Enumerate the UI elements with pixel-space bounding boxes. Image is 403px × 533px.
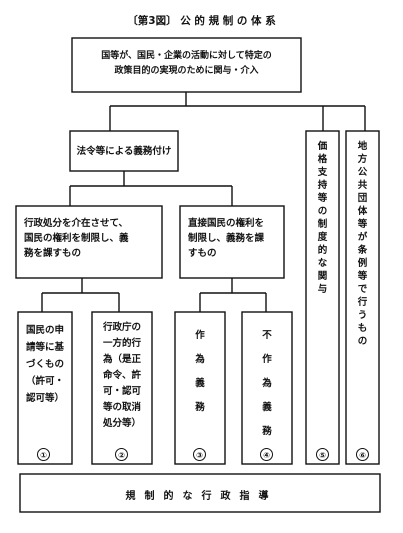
box1-text: 国民の申 請等に基 づくもの （許可・ 認可等） [18, 322, 72, 407]
chokusetsu-line1: 直接国民の権利を [188, 218, 265, 229]
number-6: ⑥ [356, 448, 369, 461]
number-2: ② [115, 448, 128, 461]
top-box-line1: 国等が、国民・企業の活動に対して特定の [101, 51, 272, 61]
box-gyosei [15, 205, 163, 279]
houreitou-label: 法令等による義務付け [76, 146, 172, 157]
box4-text: 不作為義務 [262, 330, 272, 437]
box2-text: 行政庁の 一方的行 為（是正 命令、許 可・認可 等の取消 処分等） [92, 320, 152, 432]
number-3: ③ [193, 448, 206, 461]
box2-line2: 一方的行 [102, 338, 141, 349]
number-4: ④ [260, 448, 273, 461]
gyosei-line3: 務を課すもの [24, 248, 82, 259]
box2-line5: 可・認可 [102, 386, 141, 397]
chokusetsu-line3: すもの [188, 248, 217, 259]
box-2 [91, 311, 153, 465]
kakaku-label: 価格支持等の制度的な関与 [317, 141, 328, 295]
box2-line1: 行政庁の [102, 322, 141, 333]
box2-line4: 命令、許 [102, 370, 141, 381]
number-1: ① [37, 448, 50, 461]
box1-line4: （許可・ [25, 376, 64, 387]
chokusetsu-text: 直接国民の権利を 制限し、義務を課 すもの [188, 216, 282, 261]
gyosei-text: 行政処分を介在させて、 国民の権利を制限し、義 務を課すもの [24, 216, 160, 261]
bottom-box [19, 473, 381, 513]
box1-line5: 認可等） [25, 393, 64, 404]
chiho-label: 地方公共団体等が条例等で行うもの [357, 141, 368, 347]
top-box-line2: 政策目的の実現のために関与・介入 [114, 66, 259, 76]
box-chiho [345, 130, 380, 465]
box-kakaku [305, 130, 340, 465]
box2-line7: 処分等） [102, 418, 141, 429]
figure-title: 〔第3図〕 公 的 規 制 の 体 系 [127, 15, 276, 27]
box1-line2: 請等に基 [25, 342, 64, 353]
box2-line6: 等の取消 [102, 402, 141, 413]
top-box-text: 国等が、国民・企業の活動に対して特定の 政策目的の実現のために関与・介入 [72, 49, 301, 79]
number-5: ⑤ [316, 448, 329, 461]
box1-line3: づくもの [25, 359, 64, 370]
gyosei-line1: 行政処分を介在させて、 [24, 218, 129, 229]
box-1 [17, 311, 73, 465]
box3-text: 作為義務 [195, 330, 205, 413]
gyosei-line2: 国民の権利を制限し、義 [24, 233, 129, 244]
box-4 [241, 311, 293, 465]
box2-line3: 為（是正 [102, 354, 141, 365]
bottom-box-label: 規制的な行政指導 [125, 491, 278, 502]
box-3 [174, 311, 226, 465]
chokusetsu-line2: 制限し、義務を課 [188, 233, 265, 244]
box1-line1: 国民の申 [25, 325, 64, 336]
